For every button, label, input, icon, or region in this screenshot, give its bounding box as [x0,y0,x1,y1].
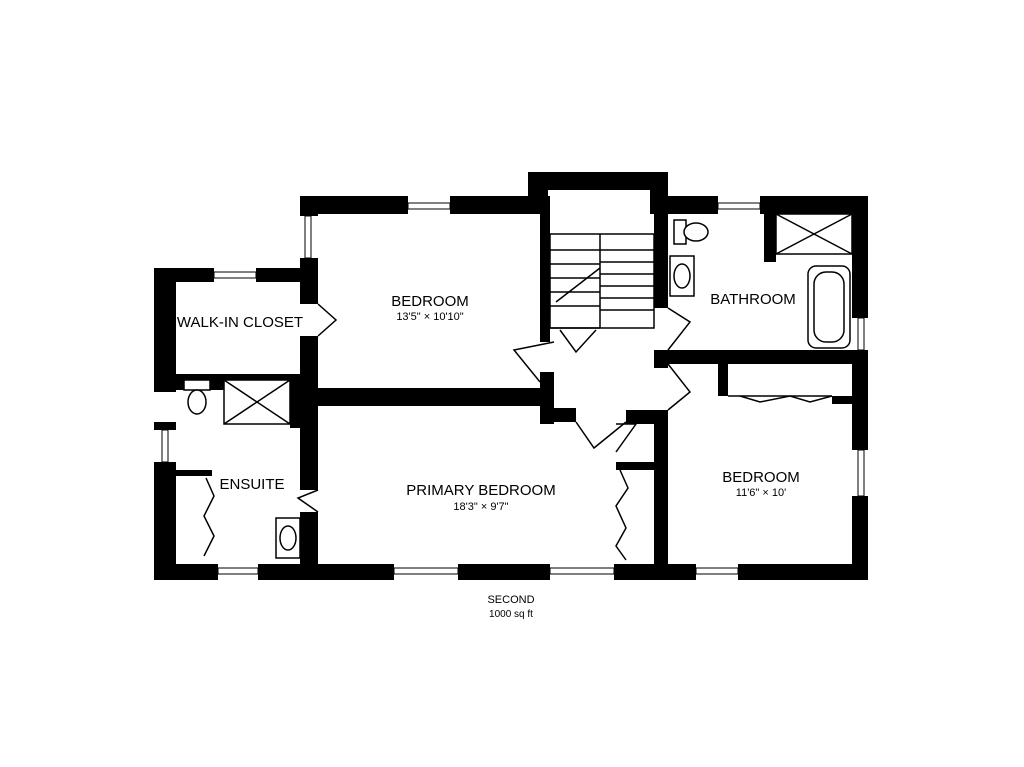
bathroom-fixtures [669,213,853,349]
primary-bedroom-label: PRIMARY BEDROOM [406,482,555,499]
staircase [549,233,655,354]
ensuite-label: ENSUITE [219,476,284,493]
ensuite-fixtures [183,379,301,559]
bedroom-right-label: BEDROOM [722,469,800,486]
room-labels: WALK-IN CLOSET BEDROOM 13'5" × 10'10" BA… [177,291,800,513]
floor-name: SECOND [487,594,534,606]
windows [161,202,865,575]
floor-caption: SECOND 1000 sq ft [487,594,534,620]
primary-bedroom-dimensions: 18'3" × 9'7" [453,501,508,513]
walk-in-closet-label: WALK-IN CLOSET [177,314,303,331]
floor-area: 1000 sq ft [489,609,533,620]
toilet-icon [183,379,211,391]
bedroom-top-label: BEDROOM [391,293,469,310]
bedroom-right-dimensions: 11'6" × 10' [736,487,786,499]
bathroom-label: BATHROOM [710,291,796,308]
doors [203,303,833,561]
bedroom-top-dimensions: 13'5" × 10'10" [396,311,463,323]
